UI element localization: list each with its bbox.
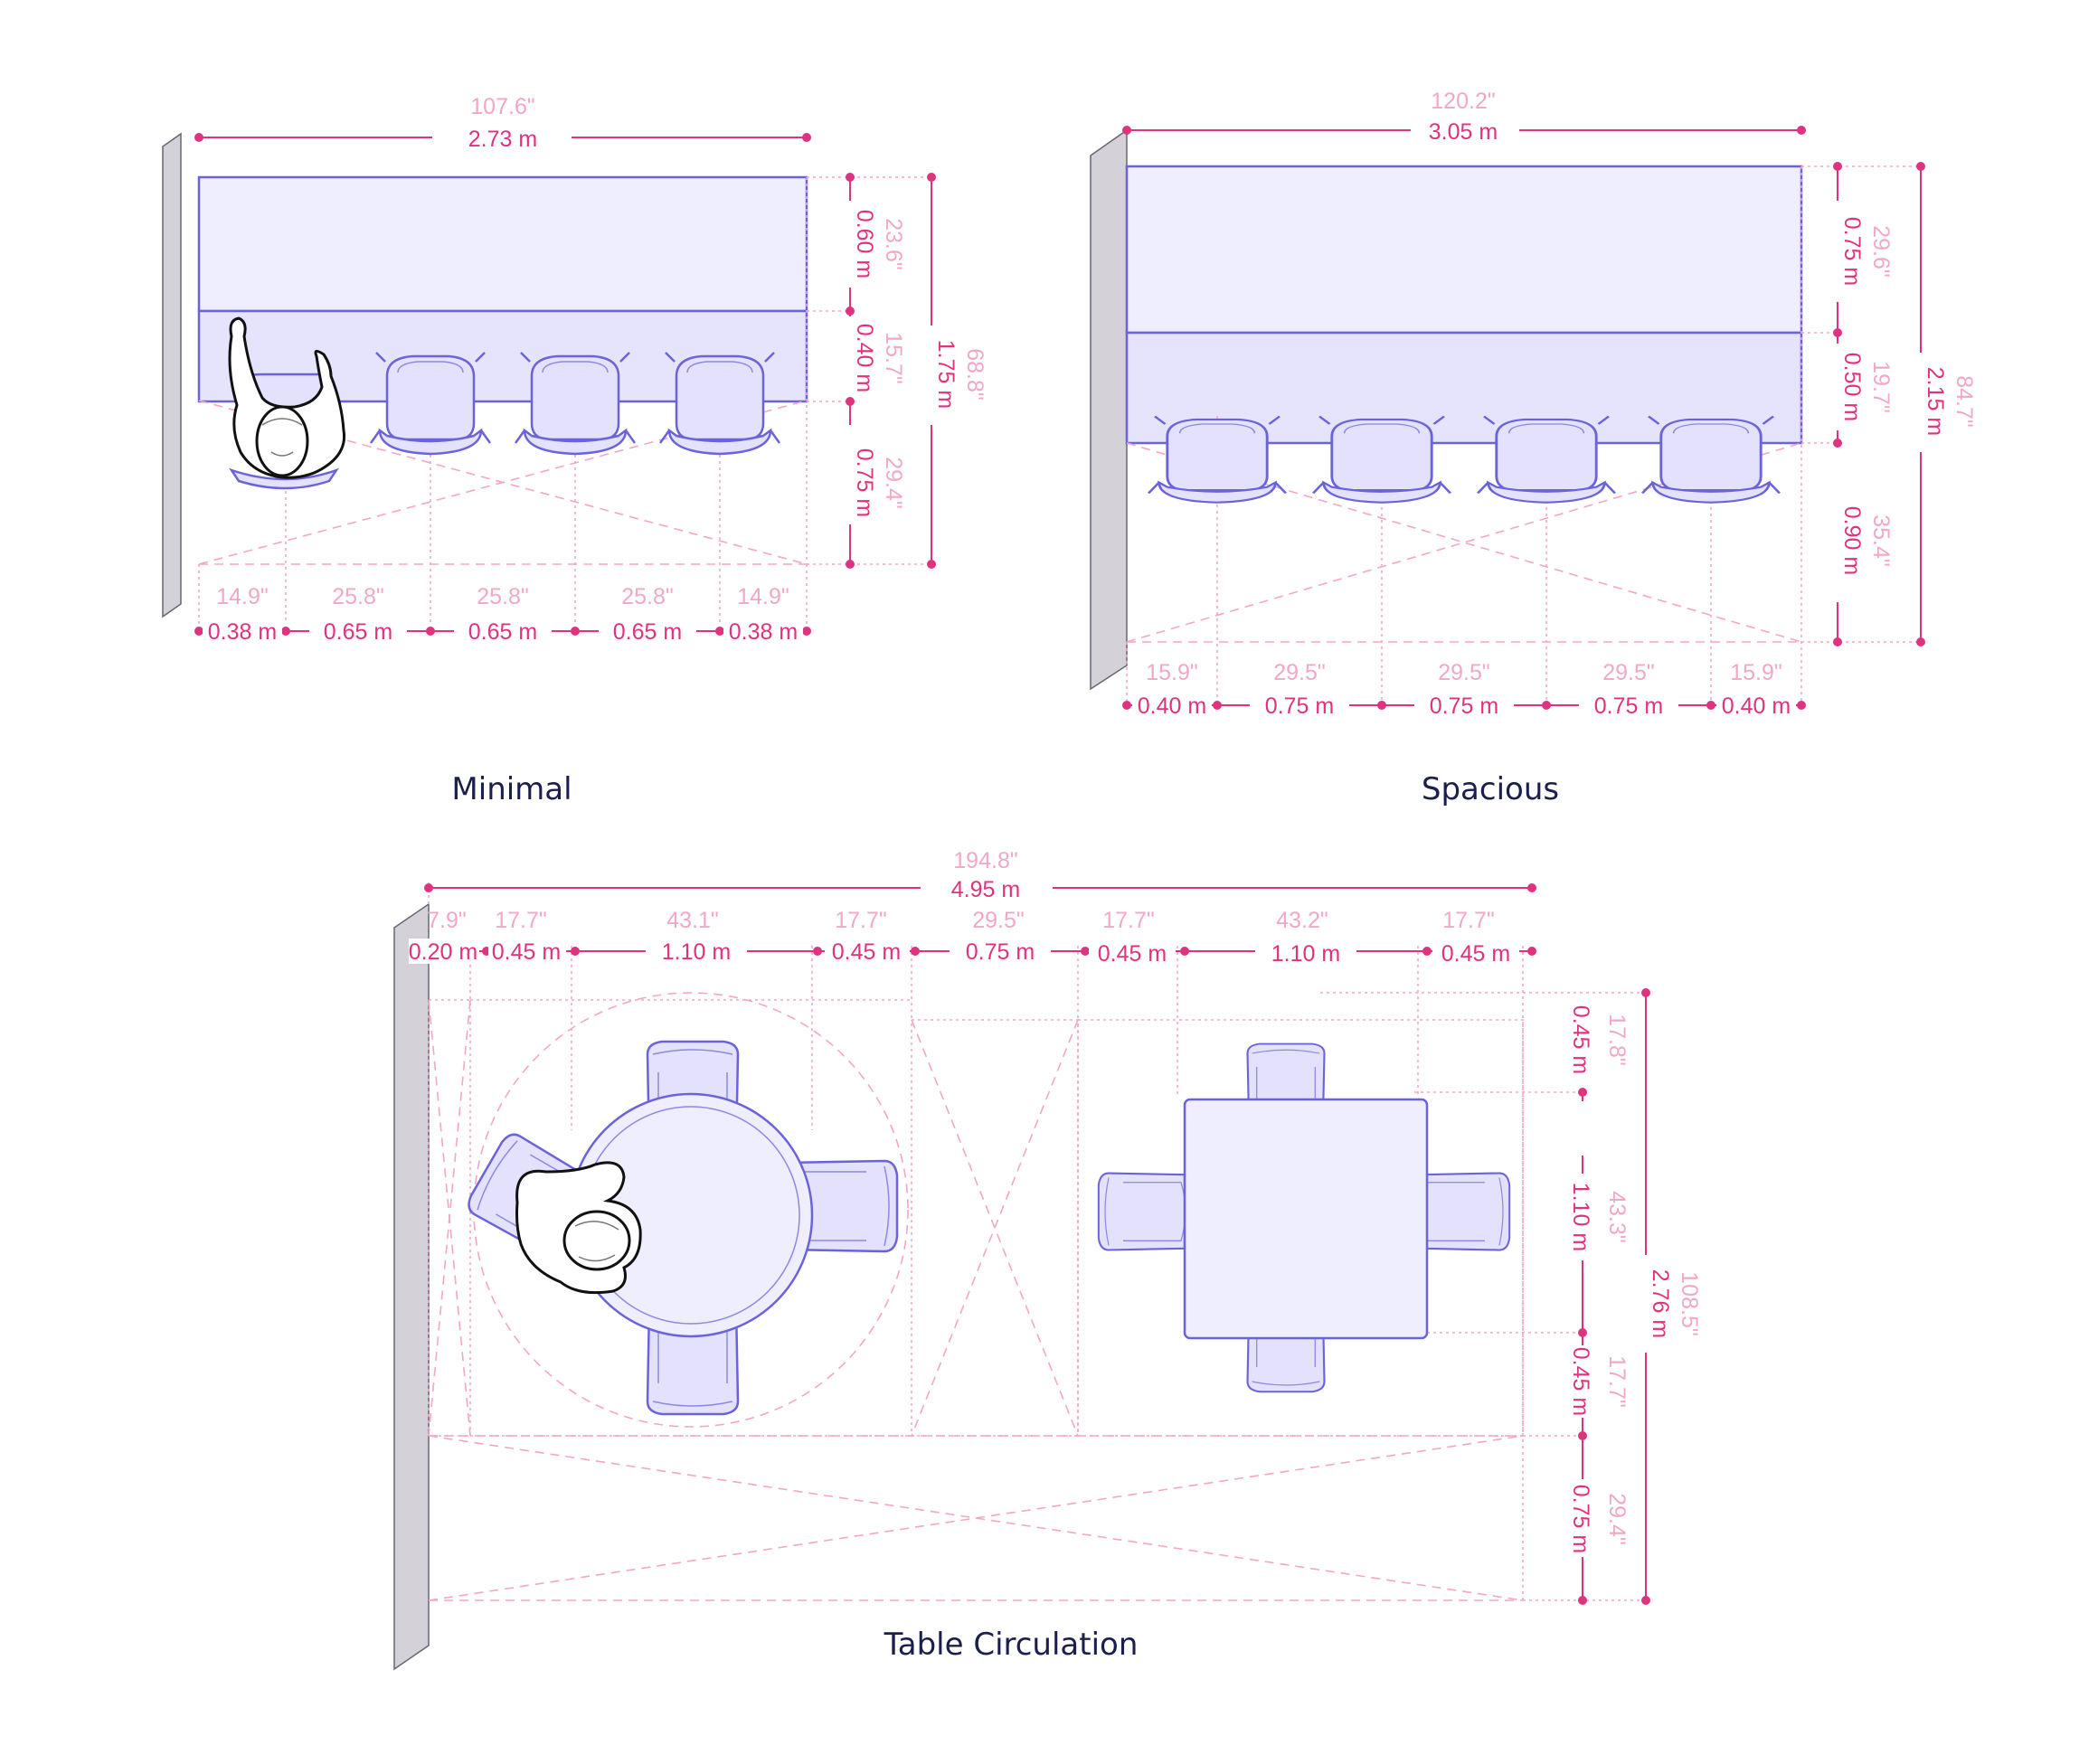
circulation-top-2-in: 17.7" (495, 908, 547, 933)
circulation-right-4-in: 29.4" (1604, 1493, 1630, 1545)
circulation-top-1-m: 0.20 m (409, 939, 477, 965)
circulation-top-2-m: 0.45 m (492, 939, 561, 965)
circulation-title: Table Circulation (884, 1627, 1139, 1663)
minimal-bottom-5-in: 14.9" (737, 584, 789, 609)
spacious-bottom-5-in: 15.9" (1730, 660, 1782, 685)
spacious-table (1125, 165, 1803, 335)
minimal-width-m: 2.73 m (468, 127, 537, 152)
spacious-chair (1476, 415, 1617, 505)
circulation-top-6-m: 0.45 m (1098, 941, 1167, 967)
spacious-bottom-2-in: 29.5" (1273, 660, 1326, 685)
minimal-chair (369, 351, 492, 456)
spacious-bottom-4-m: 0.75 m (1594, 693, 1663, 719)
circulation-width-m: 4.95 m (951, 877, 1020, 902)
circulation-person (515, 1161, 642, 1295)
spacious-wall (1090, 128, 1128, 691)
circulation-top-8-in: 17.7" (1442, 908, 1495, 933)
minimal-bottom-3-in: 25.8" (477, 584, 529, 609)
spacious-layout: 120.2" 3.05 m 0.75 m 29.6" 0.50 m 19.7" … (1090, 89, 1977, 807)
circulation-right-3-m: 0.45 m (1568, 1347, 1593, 1416)
spacious-bottom-5-m: 0.40 m (1722, 693, 1791, 719)
circulation-top-4-m: 0.45 m (832, 939, 901, 965)
spacious-title: Spacious (1422, 771, 1559, 807)
circulation-right-4-m: 0.75 m (1568, 1485, 1593, 1553)
spacious-bottom-1-m: 0.40 m (1138, 693, 1206, 719)
spacious-bottom-2-m: 0.75 m (1265, 693, 1334, 719)
minimal-bottom-1-in: 14.9" (216, 584, 269, 609)
circulation-top-5-in: 29.5" (972, 908, 1025, 933)
spacious-chair (1147, 415, 1288, 505)
minimal-bottom-4-in: 25.8" (621, 584, 674, 609)
square-table (1183, 1098, 1429, 1340)
minimal-bottom-2-in: 25.8" (332, 584, 384, 609)
circulation-top-1-in: 7.9" (427, 908, 467, 933)
spacious-width-m: 3.05 m (1429, 119, 1498, 145)
spacious-bottom-4-in: 29.5" (1602, 660, 1655, 685)
minimal-table (197, 175, 808, 313)
minimal-depth-1-m: 0.60 m (852, 210, 877, 278)
spacious-depth-3-in: 35.4" (1868, 514, 1894, 567)
spacious-depth-1-in: 29.6" (1868, 225, 1894, 278)
minimal-bottom-2-m: 0.65 m (324, 619, 392, 645)
circulation-layout: 194.8" 4.95 m 7.9" 0.20 m 17.7" 0.45 m 4… (393, 848, 1702, 1671)
spacious-depth-1-m: 0.75 m (1839, 217, 1865, 286)
minimal-depth-1-in: 23.6" (881, 218, 906, 270)
circulation-total-in: 108.5" (1677, 1271, 1702, 1335)
circulation-top-4-in: 17.7" (835, 908, 887, 933)
minimal-depth-3-in: 29.4" (881, 457, 906, 509)
minimal-title: Minimal (451, 771, 572, 807)
circulation-top-7-in: 43.2" (1276, 908, 1328, 933)
circulation-right-1-in: 17.8" (1604, 1014, 1630, 1066)
spacious-bottom-3-in: 29.5" (1438, 660, 1490, 685)
minimal-wall (162, 132, 182, 618)
circulation-top-6-in: 17.7" (1102, 908, 1155, 933)
minimal-person (228, 316, 346, 490)
minimal-width-in: 107.6" (470, 94, 534, 119)
circulation-width-in: 194.8" (953, 848, 1017, 873)
minimal-depth-2-m: 0.40 m (852, 324, 877, 392)
spacious-depth-3-m: 0.90 m (1839, 506, 1865, 575)
circulation-top-5-m: 0.75 m (966, 939, 1035, 965)
minimal-chair (514, 351, 637, 456)
circulation-top-7-m: 1.10 m (1271, 941, 1340, 967)
circulation-right-2-m: 1.10 m (1568, 1183, 1593, 1251)
minimal-depth-2-in: 15.7" (881, 332, 906, 384)
circulation-right-2-in: 43.3" (1604, 1191, 1630, 1243)
spacious-chair (1640, 415, 1781, 505)
minimal-bottom-1-m: 0.38 m (208, 619, 277, 645)
circulation-top-3-m: 1.10 m (662, 939, 731, 965)
spacious-depth-2-in: 19.7" (1868, 361, 1894, 413)
circulation-wall (393, 902, 430, 1671)
circulation-right-1-m: 0.45 m (1568, 1005, 1593, 1074)
minimal-total-in: 68.8" (962, 348, 988, 401)
minimal-bottom-5-m: 0.38 m (729, 619, 798, 645)
circulation-top-3-in: 43.1" (666, 908, 719, 933)
spacious-width-in: 120.2" (1431, 89, 1495, 114)
spacious-bottom-3-m: 0.75 m (1430, 693, 1498, 719)
minimal-bottom-3-m: 0.65 m (468, 619, 537, 645)
spacious-total-m: 2.15 m (1923, 367, 1948, 436)
spacious-chair (1311, 415, 1452, 505)
circulation-top-8-m: 0.45 m (1441, 941, 1510, 967)
spacious-total-in: 84.7" (1952, 375, 1977, 428)
minimal-layout: 107.6" 2.73 m 0.60 m 23.6" 0.40 m 15.7" … (162, 94, 988, 807)
spacious-bottom-1-in: 15.9" (1146, 660, 1198, 685)
minimal-chair (658, 351, 781, 456)
minimal-depth-3-m: 0.75 m (852, 448, 877, 517)
minimal-bottom-4-m: 0.65 m (613, 619, 682, 645)
circulation-total-m: 2.76 m (1648, 1269, 1673, 1338)
square-table-chair (1097, 1172, 1198, 1251)
minimal-total-m: 1.75 m (933, 340, 959, 409)
spacious-depth-2-m: 0.50 m (1839, 353, 1865, 421)
circulation-right-3-in: 17.7" (1604, 1355, 1630, 1408)
